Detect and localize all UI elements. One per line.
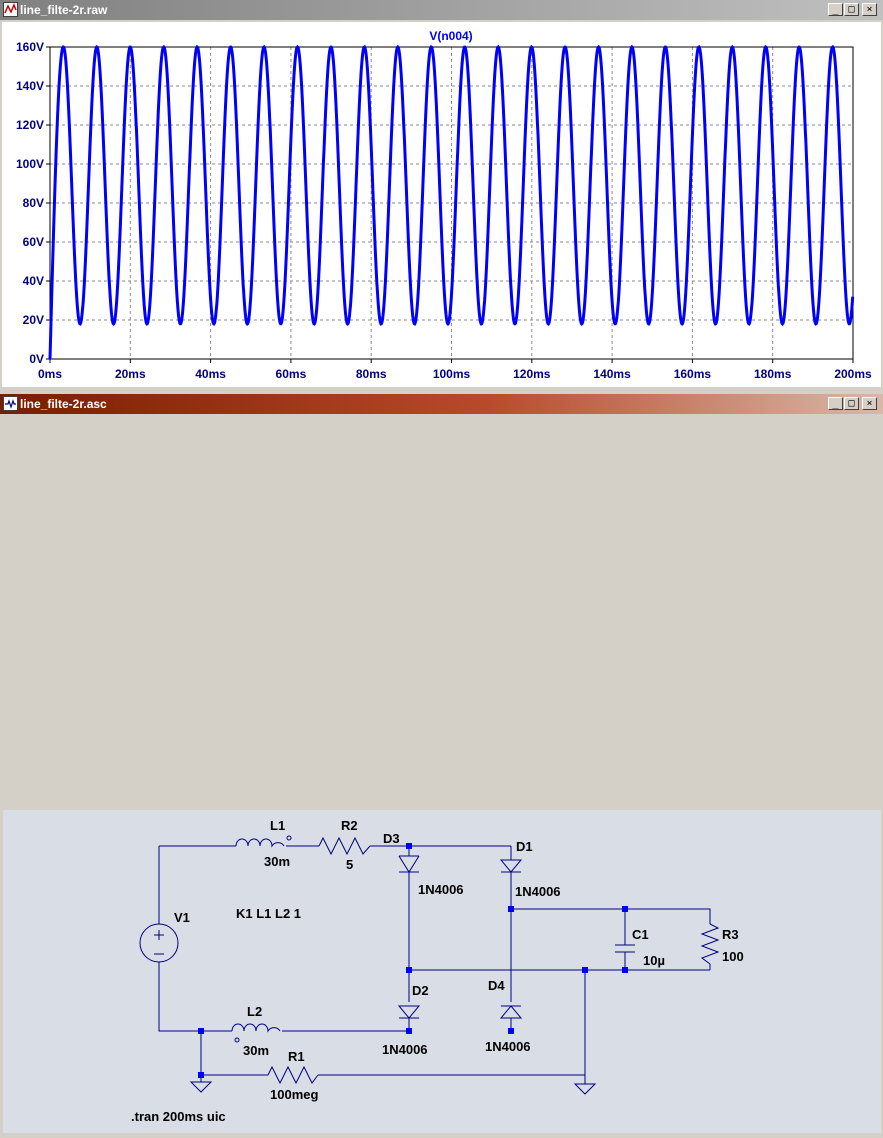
junction-dot (198, 1028, 204, 1034)
schematic-restore-button[interactable]: □ (844, 397, 859, 410)
label-l1-value: 30m (264, 854, 290, 869)
x-tick-label: 120ms (513, 367, 551, 381)
sim-directive[interactable]: .tran 200ms uic (131, 1109, 226, 1124)
label-d4-value: 1N4006 (485, 1039, 531, 1054)
resistor-r1-symbol[interactable] (267, 1065, 319, 1085)
label-d2-value: 1N4006 (382, 1042, 428, 1057)
junction-dot (622, 967, 628, 973)
y-tick-label: 40V (23, 274, 44, 288)
schematic-titlebar[interactable]: line_filte-2r.asc _ □ × (0, 394, 883, 414)
junction-dot (406, 1028, 412, 1034)
label-l2-name: L2 (247, 1004, 262, 1019)
chart-axes (46, 46, 854, 363)
label-r3-value: 100 (722, 949, 744, 964)
series-line-vn004 (48, 44, 855, 360)
chart-tick-labels: 0ms 20ms 40ms 60ms 80ms 100ms 120ms 140ms 160ms 1… (16, 40, 872, 381)
inductor-l2-symbol[interactable] (231, 1023, 281, 1043)
junction-dot (508, 1028, 514, 1034)
junction-dot (406, 843, 412, 849)
y-tick-label: 120V (16, 118, 44, 132)
waveform-restore-button[interactable]: □ (844, 3, 859, 16)
y-tick-label: 140V (16, 79, 44, 93)
voltage-source-v1-symbol[interactable] (139, 923, 179, 963)
x-tick-label: 160ms (674, 367, 712, 381)
label-r2-name: R2 (341, 818, 358, 833)
label-r1-value: 100meg (270, 1087, 318, 1102)
waveform-titlebar[interactable]: line_filte-2r.raw _ □ × (0, 0, 883, 20)
label-c1-value: 10µ (643, 953, 665, 968)
y-tick-label: 100V (16, 157, 44, 171)
waveform-chart: 0ms 20ms 40ms 60ms 80ms 100ms 120ms 140ms 160ms 1… (16, 29, 872, 381)
plot-frame (49, 46, 854, 360)
label-r3-name: R3 (722, 927, 739, 942)
x-tick-label: 80ms (356, 367, 387, 381)
junction-dot (508, 906, 514, 912)
coupling-directive[interactable]: K1 L1 L2 1 (236, 906, 301, 921)
x-tick-label: 20ms (115, 367, 146, 381)
junction-dot (406, 967, 412, 973)
schematic-close-button[interactable]: × (862, 397, 877, 410)
y-tick-label: 80V (23, 196, 44, 210)
schematic-canvas[interactable]: L1 30m R2 5 D3 1N4006 D1 1N4006 V1 K1 L1… (3, 810, 881, 1133)
diode-d2-symbol[interactable] (397, 1005, 421, 1019)
waveform-app-icon (3, 2, 18, 17)
y-tick-label: 60V (23, 235, 44, 249)
junction-dot (622, 906, 628, 912)
x-tick-label: 0ms (38, 367, 62, 381)
resistor-r3-symbol[interactable] (700, 923, 720, 965)
label-d2-name: D2 (412, 983, 429, 998)
waveform-minimize-button[interactable]: _ (828, 3, 843, 16)
waveform-close-button[interactable]: × (862, 3, 877, 16)
x-tick-label: 60ms (276, 367, 307, 381)
capacitor-c1-symbol[interactable] (615, 944, 635, 953)
schematic-drawing: L1 30m R2 5 D3 1N4006 D1 1N4006 V1 K1 L1… (131, 818, 744, 1124)
ground-symbol-right[interactable] (573, 1075, 597, 1095)
trace-label-vn004[interactable]: V(n004) (429, 29, 472, 43)
diode-d4-symbol[interactable] (499, 1005, 523, 1019)
x-tick-label: 140ms (593, 367, 631, 381)
label-d1-name: D1 (516, 839, 533, 854)
inductor-l1-symbol[interactable] (235, 835, 292, 848)
schematic-minimize-button[interactable]: _ (828, 397, 843, 410)
y-tick-label: 0V (29, 352, 44, 366)
junction-dot (198, 1072, 204, 1078)
x-tick-label: 100ms (433, 367, 471, 381)
diode-d1-symbol[interactable] (499, 859, 523, 873)
y-tick-label: 160V (16, 40, 44, 54)
label-r1-name: R1 (288, 1049, 305, 1064)
waveform-window-title: line_filte-2r.raw (20, 3, 108, 17)
waveform-plot-pane[interactable]: 0ms 20ms 40ms 60ms 80ms 100ms 120ms 140ms 160ms 1… (2, 22, 881, 387)
label-d3-name: D3 (383, 831, 400, 846)
schematic-wires (158, 845, 711, 1076)
x-tick-label: 40ms (195, 367, 226, 381)
schematic-window-title: line_filte-2r.asc (20, 397, 107, 411)
resistor-r2-symbol[interactable] (318, 836, 371, 856)
label-c1-name: C1 (632, 927, 649, 942)
y-tick-label: 20V (23, 313, 44, 327)
schematic-app-icon (3, 396, 18, 411)
schematic-window: line_filte-2r.asc _ □ × (0, 394, 883, 1133)
label-d1-value: 1N4006 (515, 884, 561, 899)
x-tick-label: 180ms (754, 367, 792, 381)
label-r2-value: 5 (346, 857, 353, 872)
label-l2-value: 30m (243, 1043, 269, 1058)
junction-dot (582, 967, 588, 973)
diode-d3-symbol[interactable] (398, 855, 420, 873)
label-d4-name: D4 (488, 978, 505, 993)
x-tick-label: 200ms (834, 367, 872, 381)
label-d3-value: 1N4006 (418, 882, 464, 897)
label-v1-name: V1 (174, 910, 190, 925)
label-l1-name: L1 (270, 818, 285, 833)
waveform-window: line_filte-2r.raw _ □ × 0ms 20ms 40ms 60ms 8… (0, 0, 883, 390)
